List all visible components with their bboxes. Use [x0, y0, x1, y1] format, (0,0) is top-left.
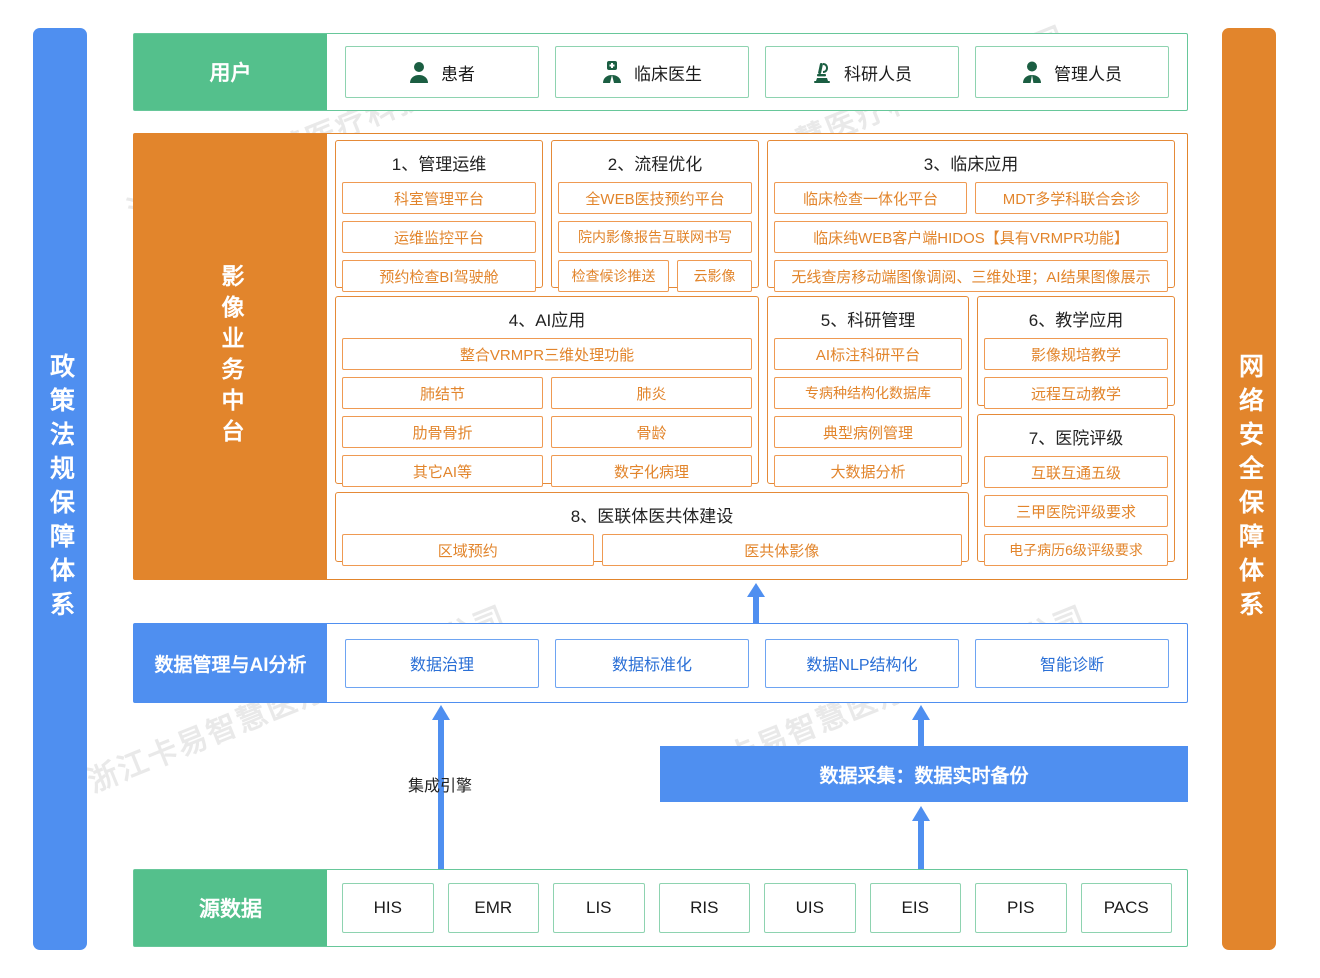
source-chip-ris[interactable]: RIS — [658, 883, 750, 933]
group-item[interactable]: 电子病历6级评级要求 — [984, 534, 1168, 566]
imaging-platform-label: 影像业务中台 — [134, 134, 327, 579]
source-data-label: 源数据 — [134, 870, 327, 946]
data-management-label: 数据管理与AI分析 — [134, 624, 327, 702]
source-chip-eis[interactable]: EIS — [869, 883, 961, 933]
group-item[interactable]: 临床纯WEB客户端HIDOS【具有VRMPR功能】 — [774, 221, 1168, 253]
microscope-icon — [812, 61, 832, 83]
group-item[interactable]: 互联互通五级 — [984, 456, 1168, 488]
group-item[interactable]: 运维监控平台 — [342, 221, 536, 253]
group-management-ops: 1、管理运维 科室管理平台 运维监控平台 预约检查BI驾驶舱 — [335, 140, 543, 292]
group-item[interactable]: 科室管理平台 — [342, 182, 536, 214]
data-chip-diagnosis[interactable]: 智能诊断 — [975, 638, 1169, 688]
data-management-list: 数据治理 数据标准化 数据NLP结构化 智能诊断 — [327, 624, 1187, 702]
group-item[interactable]: 数字化病理 — [551, 455, 752, 487]
group-title: 5、科研管理 — [820, 311, 916, 330]
data-collection-bar: 数据采集：数据实时备份 — [660, 746, 1188, 802]
user-chip-label: 临床医生 — [634, 64, 702, 84]
group-teaching-application: 6、教学应用 影像规培教学 远程互动教学 — [977, 296, 1175, 409]
manager-icon — [1022, 61, 1042, 83]
source-chip-pis[interactable]: PIS — [975, 883, 1067, 933]
user-chip-label: 患者 — [441, 64, 475, 84]
integration-engine-label: 集成引擎 — [407, 778, 472, 795]
group-item[interactable]: 医共体影像 — [601, 534, 962, 566]
users-row-label: 用户 — [134, 34, 327, 110]
group-item[interactable]: 三甲医院评级要求 — [984, 495, 1168, 527]
data-chip-nlp[interactable]: 数据NLP结构化 — [765, 638, 959, 688]
source-chip-lis[interactable]: LIS — [553, 883, 645, 933]
user-chip-admin[interactable]: 管理人员 — [975, 46, 1169, 98]
group-item[interactable]: 院内影像报告互联网书写 — [558, 221, 752, 253]
group-item[interactable]: 大数据分析 — [774, 455, 962, 487]
users-row: 用户 患者 临床医生 — [133, 33, 1188, 111]
group-item[interactable]: 区域预约 — [342, 534, 594, 566]
group-title: 4、AI应用 — [508, 311, 586, 330]
group-item[interactable]: MDT多学科联合会诊 — [975, 182, 1168, 214]
group-item[interactable]: 骨龄 — [551, 416, 752, 448]
user-chip-label: 管理人员 — [1054, 64, 1122, 84]
user-chip-clinician[interactable]: 临床医生 — [555, 46, 749, 98]
group-item[interactable]: 影像规培教学 — [984, 338, 1168, 370]
user-chip-label: 科研人员 — [844, 64, 912, 84]
source-chip-uis[interactable]: UIS — [764, 883, 856, 933]
data-management-row: 数据管理与AI分析 数据治理 数据标准化 数据NLP结构化 智能诊断 — [133, 623, 1188, 703]
group-title: 7、医院评级 — [1028, 429, 1124, 448]
group-title: 2、流程优化 — [607, 155, 703, 174]
group-item[interactable]: AI标注科研平台 — [774, 338, 962, 370]
group-item[interactable]: 其它AI等 — [342, 455, 543, 487]
source-chip-his[interactable]: HIS — [342, 883, 434, 933]
source-chip-emr[interactable]: EMR — [447, 883, 539, 933]
user-chip-patient[interactable]: 患者 — [345, 46, 539, 98]
imaging-platform-label-text: 影像业务中台 — [218, 263, 244, 450]
group-title: 8、医联体医共体建设 — [570, 507, 734, 526]
data-chip-governance[interactable]: 数据治理 — [345, 638, 539, 688]
policy-pillar: 政策法规保障体系 — [33, 28, 87, 950]
imaging-platform-groups: 1、管理运维 科室管理平台 运维监控平台 预约检查BI驾驶舱 2、流程优化 全W… — [327, 134, 1187, 579]
user-chip-researcher[interactable]: 科研人员 — [765, 46, 959, 98]
group-item[interactable]: 云影像 — [676, 260, 752, 292]
group-research-management: 5、科研管理 AI标注科研平台 专病种结构化数据库 典型病例管理 大数据分析 — [767, 296, 969, 487]
group-item[interactable]: 整合VRMPR三维处理功能 — [342, 338, 752, 370]
group-title: 6、教学应用 — [1028, 311, 1124, 330]
arrow-integration-engine — [432, 705, 450, 870]
group-medical-alliance: 8、医联体医共体建设 区域预约 医共体影像 — [335, 492, 969, 566]
group-item[interactable]: 全WEB医技预约平台 — [558, 182, 752, 214]
arrow-source-to-collection — [912, 806, 930, 870]
group-item[interactable]: 临床检查一体化平台 — [774, 182, 967, 214]
source-data-row: 源数据 HIS EMR LIS RIS UIS EIS PIS PACS — [133, 869, 1188, 947]
source-chip-pacs[interactable]: PACS — [1080, 883, 1172, 933]
group-title: 3、临床应用 — [923, 155, 1019, 174]
group-hospital-rating: 7、医院评级 互联互通五级 三甲医院评级要求 电子病历6级评级要求 — [977, 414, 1175, 566]
data-chip-standardization[interactable]: 数据标准化 — [555, 638, 749, 688]
group-clinical-application: 3、临床应用 临床检查一体化平台 MDT多学科联合会诊 临床纯WEB客户端HID… — [767, 140, 1175, 292]
imaging-platform-row: 影像业务中台 1、管理运维 科室管理平台 运维监控平台 预约检查BI驾驶舱 2、… — [133, 133, 1188, 580]
arrow-up-to-platform — [747, 583, 765, 625]
security-pillar: 网络安全保障体系 — [1222, 28, 1276, 950]
group-title: 1、管理运维 — [391, 155, 487, 174]
group-item[interactable]: 肺炎 — [551, 377, 752, 409]
group-item[interactable]: 典型病例管理 — [774, 416, 962, 448]
user-icon — [409, 61, 429, 83]
policy-pillar-label: 政策法规保障体系 — [46, 353, 75, 625]
group-item[interactable]: 肺结节 — [342, 377, 543, 409]
source-data-list: HIS EMR LIS RIS UIS EIS PIS PACS — [327, 870, 1187, 946]
group-item[interactable]: 预约检查BI驾驶舱 — [342, 260, 536, 292]
arrow-collection-to-data — [912, 705, 930, 749]
group-item[interactable]: 远程互动教学 — [984, 377, 1168, 409]
group-item[interactable]: 专病种结构化数据库 — [774, 377, 962, 409]
data-collection-label: 数据采集：数据实时备份 — [819, 765, 1029, 787]
group-ai-application: 4、AI应用 整合VRMPR三维处理功能 肺结节 肺炎 肋骨骨折 骨龄 其它AI… — [335, 296, 759, 487]
group-item[interactable]: 无线查房移动端图像调阅、三维处理；AI结果图像展示 — [774, 260, 1168, 292]
group-process-optimization: 2、流程优化 全WEB医技预约平台 院内影像报告互联网书写 检查候诊推送 云影像 — [551, 140, 759, 292]
group-item[interactable]: 检查候诊推送 — [558, 260, 669, 292]
group-item[interactable]: 肋骨骨折 — [342, 416, 543, 448]
doctor-icon — [602, 61, 622, 83]
security-pillar-label: 网络安全保障体系 — [1235, 353, 1264, 625]
users-list: 患者 临床医生 — [327, 34, 1187, 110]
